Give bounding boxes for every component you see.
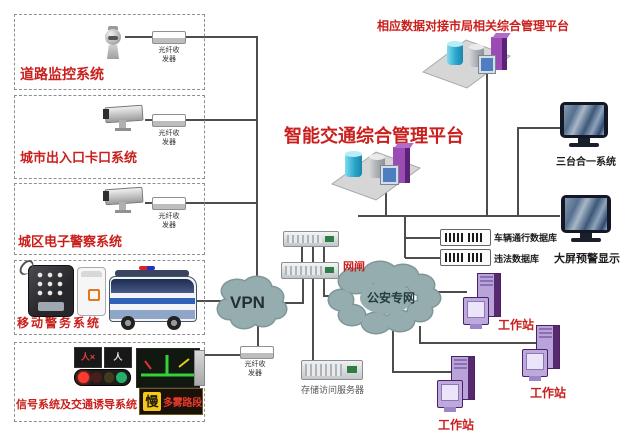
workstation-label: 工作站 [498,318,535,332]
pedestrian-signal-icon: 人× 人 [74,347,132,368]
workstation-monitor-icon [463,297,489,329]
label-e-police: 城区电子警察系统 [18,234,123,249]
box-checkpoint [14,95,205,179]
workstation-label: 工作站 [530,386,567,400]
guidance-panel-icon [136,348,200,388]
vehicle-db-label: 车辆通行数据库 [494,233,558,243]
police-network-cloud [327,260,442,335]
label-mobile-police: 移动警务系统 [17,316,102,330]
fiber-transceiver-label: 光纤收发器 [244,361,266,377]
dome-camera-icon [102,26,124,62]
terminal-icon [380,165,399,185]
pda-phone-icon [16,257,74,317]
bullet-camera-icon [103,186,145,214]
big-screen-monitor-icon [561,195,611,242]
box-road-monitoring [14,14,205,90]
workstation-label: 工作站 [438,418,475,432]
violation-db-icon [440,249,491,266]
police-network-label: 公安专网 [367,291,416,305]
workstation-monitor-icon [522,349,548,381]
slow-sign-label: 慢 [143,392,161,411]
terminal-icon [478,55,496,74]
storage-server-label: 存储访问服务器 [301,385,365,395]
label-signal-system: 信号系统及交通诱导系统 [16,399,137,411]
fiber-transceiver-label: 光纤收发器 [158,130,180,146]
roadside-cabinet-icon [194,350,205,386]
page-title: 智能交通综合管理平台 [284,126,464,146]
top-note: 相应数据对接市局相关综合管理平台 [377,19,570,33]
storage-server-icon [301,360,363,380]
three-in-one-monitor-icon [560,102,608,147]
gateway-label: 网闸 [343,261,365,273]
gateway-switch-icon [281,262,339,279]
fiber-transceiver-icon [152,114,186,127]
fiber-transceiver-icon [240,346,274,359]
box-e-police [14,183,205,255]
fiber-transceiver-label: 光纤收发器 [158,47,180,63]
three-in-one-label: 三台合一系统 [556,157,616,168]
workstation-monitor-icon [437,380,463,412]
fog-sign-label: 多雾路段 [163,398,202,409]
card-reader-icon [77,267,106,316]
gateway-switch-icon [283,231,339,247]
violation-db-label: 违法数据库 [494,254,540,264]
database-drum-icon [345,151,362,177]
box-mobile-police [14,260,205,335]
fiber-transceiver-label: 光纤收发器 [158,213,180,229]
fiber-transceiver-icon [152,197,186,210]
bullet-camera-icon [103,104,145,132]
led-sign-icon: 慢 多雾路段 [139,388,203,415]
vpn-label: VPN [230,293,265,312]
big-screen-label: 大屏预警显示 [554,253,620,265]
vehicle-db-icon [440,229,491,246]
label-checkpoint: 城市出入口卡口系统 [20,150,138,165]
fiber-transceiver-icon [152,31,186,44]
label-road-monitoring: 道路监控系统 [20,66,104,82]
police-bus-icon [109,266,197,330]
traffic-light-icon [74,369,131,386]
database-drum-icon [447,41,463,65]
vpn-cloud [216,275,288,330]
